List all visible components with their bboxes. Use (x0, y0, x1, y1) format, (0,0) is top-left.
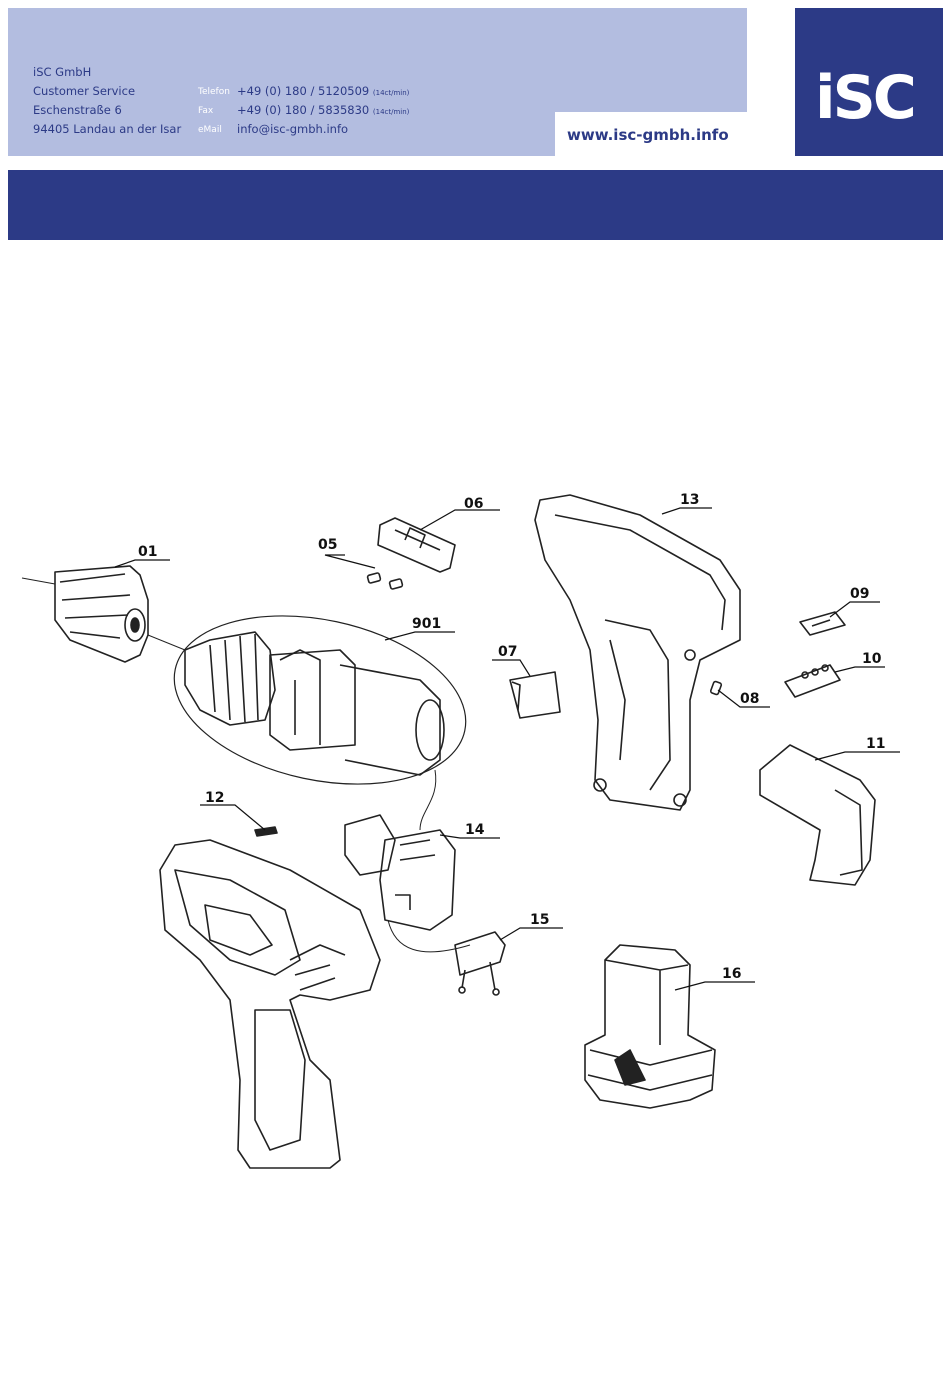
fax-label: Fax (198, 106, 213, 116)
label-15: 15 (530, 912, 549, 928)
label-08: 08 (740, 691, 759, 707)
label-01: 01 (138, 544, 157, 560)
label-16: 16 (722, 966, 741, 982)
street: Eschenstraße 6 (33, 103, 122, 117)
phone-number: +49 (0) 180 / 5120509 (14ct/min) (237, 84, 409, 98)
label-07: 07 (498, 644, 517, 660)
label-13: 13 (680, 492, 699, 508)
website-link[interactable]: www.isc-gmbh.info (567, 126, 729, 144)
drill-chuck-part (22, 566, 185, 662)
department: Customer Service (33, 84, 135, 98)
header-contact-panel: iSC GmbH Customer Service Eschenstraße 6… (8, 8, 747, 156)
label-06: 06 (464, 496, 483, 512)
isc-logo: iSC (795, 8, 943, 156)
contact-plate-part (785, 665, 840, 697)
phone-label: Telefon (198, 87, 230, 97)
email-label: eMail (198, 125, 222, 135)
fax-number: +49 (0) 180 / 5835830 (14ct/min) (237, 103, 409, 117)
housing-half-left-part (160, 840, 380, 1168)
label-901: 901 (412, 616, 441, 632)
website-box: www.isc-gmbh.info (555, 112, 747, 156)
small-spring-part (710, 681, 722, 695)
label-09: 09 (850, 586, 869, 602)
city: 94405 Landau an der Isar (33, 122, 181, 136)
title-bar (8, 170, 943, 240)
battery-pack-part (585, 945, 715, 1108)
battery-terminal-part (455, 932, 505, 995)
label-12: 12 (205, 790, 224, 806)
logo-text: iSC (815, 68, 914, 128)
belt-clip-part (510, 672, 560, 718)
carbon-brushes-part (367, 573, 403, 590)
label-11: 11 (866, 736, 885, 752)
housing-half-right-part (535, 495, 740, 810)
exploded-parts-drawing: 01 05 06 07 08 09 10 11 12 13 14 15 16 9… (0, 470, 950, 1190)
rear-cover-part (760, 745, 875, 885)
trigger-switch-part (345, 770, 470, 952)
small-plate-part (255, 827, 277, 836)
label-10: 10 (862, 651, 882, 667)
email-address[interactable]: info@isc-gmbh.info (237, 122, 348, 136)
direction-switch-part (378, 518, 455, 572)
label-05: 05 (318, 537, 337, 553)
label-14: 14 (465, 822, 485, 838)
led-cover-part (800, 612, 845, 635)
company-name: iSC GmbH (33, 65, 91, 79)
